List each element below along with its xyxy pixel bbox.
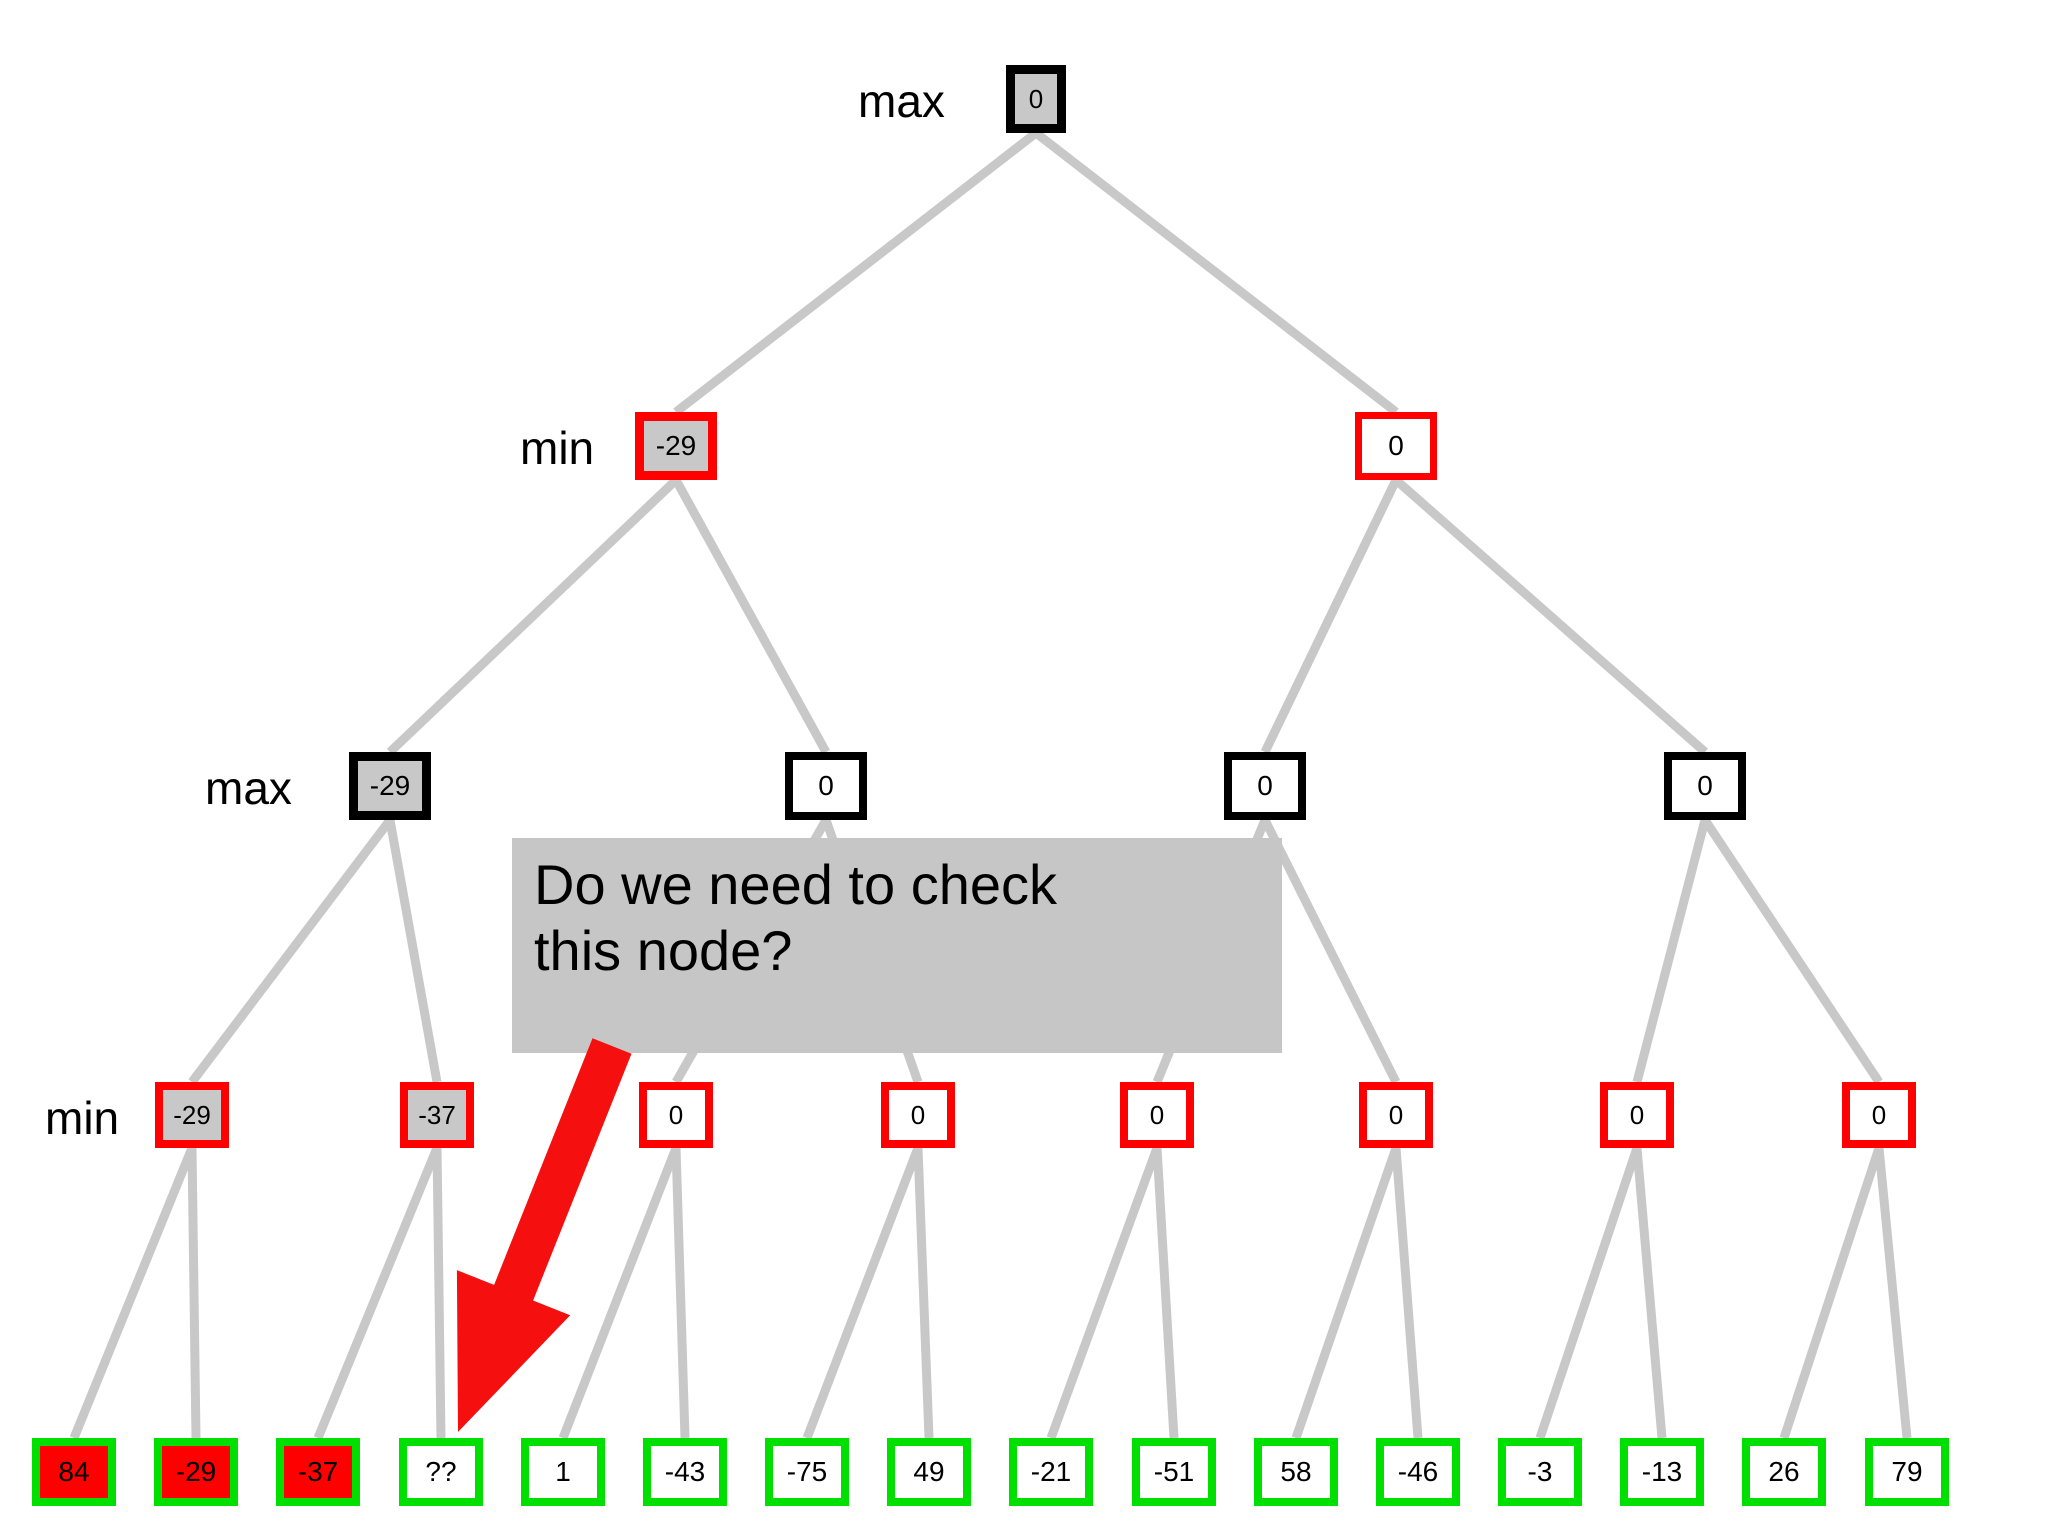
node-value: 0 xyxy=(1149,1100,1165,1130)
tree-node-min[interactable]: -29 xyxy=(155,1082,229,1148)
tree-node-min[interactable]: 0 xyxy=(1355,412,1437,480)
node-value: 0 xyxy=(1388,430,1404,461)
leaf-node[interactable]: 1 xyxy=(521,1438,605,1506)
node-value: 0 xyxy=(1697,770,1713,801)
node-value: 0 xyxy=(1028,84,1044,114)
tree-node-max[interactable]: -29 xyxy=(349,752,431,820)
node-value: -29 xyxy=(175,1456,217,1487)
leaf-node[interactable]: 79 xyxy=(1865,1438,1949,1506)
leaf-node[interactable]: 49 xyxy=(887,1438,971,1506)
node-value: 0 xyxy=(910,1100,926,1130)
node-value: -37 xyxy=(297,1456,339,1487)
tree-node-min[interactable]: 0 xyxy=(639,1082,713,1148)
node-value: -51 xyxy=(1153,1456,1195,1487)
tree-node-min[interactable]: -29 xyxy=(635,412,717,480)
leaf-node[interactable]: 84 xyxy=(32,1438,116,1506)
node-value: 0 xyxy=(1257,770,1273,801)
leaf-node[interactable]: -3 xyxy=(1498,1438,1582,1506)
node-value: 0 xyxy=(1629,1100,1645,1130)
leaf-node[interactable]: -75 xyxy=(765,1438,849,1506)
node-value: -29 xyxy=(655,430,697,461)
leaf-node[interactable]: -21 xyxy=(1009,1438,1093,1506)
node-value: 26 xyxy=(1768,1456,1800,1487)
tree-node-min[interactable]: 0 xyxy=(1120,1082,1194,1148)
level-label-max-2: max xyxy=(205,762,292,814)
node-value: -43 xyxy=(664,1456,706,1487)
callout-line-2: this node? xyxy=(534,919,793,983)
tree-node-max[interactable]: 0 xyxy=(785,752,867,820)
node-value: -46 xyxy=(1397,1456,1439,1487)
node-value: 58 xyxy=(1280,1456,1312,1487)
node-value: ?? xyxy=(425,1456,457,1487)
leaf-node[interactable]: -13 xyxy=(1620,1438,1704,1506)
node-value: -3 xyxy=(1527,1456,1553,1487)
tree-node-max[interactable]: 0 xyxy=(1006,65,1066,133)
node-value: 0 xyxy=(668,1100,684,1130)
tree-node-min[interactable]: -37 xyxy=(400,1082,474,1148)
node-value: -75 xyxy=(786,1456,828,1487)
callout-line-1: Do we need to check xyxy=(534,853,1057,916)
node-value: 0 xyxy=(1871,1100,1887,1130)
tree-node-min[interactable]: 0 xyxy=(881,1082,955,1148)
node-value: -29 xyxy=(369,770,411,801)
tree-node-max[interactable]: 0 xyxy=(1664,752,1746,820)
tree-node-max[interactable]: 0 xyxy=(1224,752,1306,820)
leaf-node[interactable]: -43 xyxy=(643,1438,727,1506)
leaf-node[interactable]: 58 xyxy=(1254,1438,1338,1506)
node-value: -13 xyxy=(1641,1456,1683,1487)
callout-box: Do we need to check this node? xyxy=(512,838,1282,1053)
leaf-node[interactable]: -29 xyxy=(154,1438,238,1506)
tree-node-min[interactable]: 0 xyxy=(1600,1082,1674,1148)
node-value: 0 xyxy=(818,770,834,801)
tree-node-min[interactable]: 0 xyxy=(1842,1082,1916,1148)
leaf-node[interactable]: ?? xyxy=(399,1438,483,1506)
node-value: -29 xyxy=(173,1100,211,1130)
leaf-node[interactable]: -37 xyxy=(276,1438,360,1506)
node-value: 0 xyxy=(1388,1100,1404,1130)
node-value: -21 xyxy=(1030,1456,1072,1487)
leaf-node[interactable]: -46 xyxy=(1376,1438,1460,1506)
node-value: 49 xyxy=(913,1456,945,1487)
level-label-min-3: min xyxy=(45,1092,120,1144)
leaf-node[interactable]: 26 xyxy=(1742,1438,1826,1506)
leaf-node[interactable]: -51 xyxy=(1132,1438,1216,1506)
node-value: 79 xyxy=(1891,1456,1923,1487)
level-label-min-1: min xyxy=(520,422,595,474)
tree-node-min[interactable]: 0 xyxy=(1359,1082,1433,1148)
node-value: 1 xyxy=(555,1456,571,1487)
node-value: 84 xyxy=(58,1456,90,1487)
node-value: -37 xyxy=(418,1100,456,1130)
level-label-max-0: max xyxy=(858,75,945,127)
